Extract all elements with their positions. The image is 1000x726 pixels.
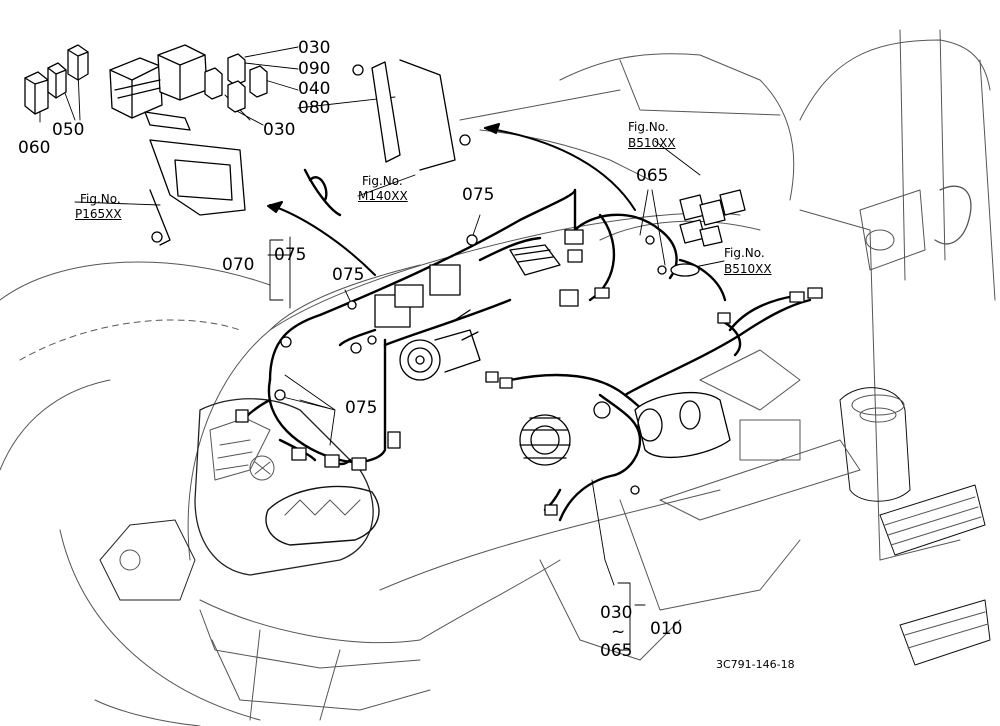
part-050-label: 050: [52, 120, 85, 140]
part-075-label: 075: [332, 265, 365, 285]
fig-no-label: Fig.No.: [362, 174, 403, 188]
drawing-code: 3C791-146-18: [716, 658, 795, 671]
part-065-label: 065: [636, 166, 669, 186]
ref-p165xx: P165XX: [75, 207, 122, 221]
fig-no-label: Fig.No.: [80, 192, 121, 206]
part-075-label: 075: [274, 245, 307, 265]
part-070-label: 070: [222, 255, 255, 275]
part-080-label: 080: [298, 98, 331, 118]
ref-m140xx: M140XX: [358, 189, 408, 203]
part-010-label: 010: [650, 619, 683, 639]
part-030-label: 030: [298, 38, 331, 58]
part-030-label-2: 030: [263, 120, 296, 140]
part-075-label: 075: [345, 398, 378, 418]
part-060-label: 060: [18, 138, 51, 158]
part-090-label: 090: [298, 59, 331, 79]
fig-no-label: Fig.No.: [628, 120, 669, 134]
part-040-label: 040: [298, 79, 331, 99]
range-tilde: ~: [611, 622, 626, 642]
part-030-range-start: 030: [600, 603, 633, 623]
part-065-range-end: 065: [600, 641, 633, 661]
harness-components: [24, 44, 823, 516]
part-075-label: 075: [462, 185, 495, 205]
ref-b510xx: B510XX: [628, 136, 676, 150]
callout-arrows: [267, 123, 636, 276]
ref-b510xx: B510XX: [724, 262, 772, 276]
fig-no-label: Fig.No.: [724, 246, 765, 260]
